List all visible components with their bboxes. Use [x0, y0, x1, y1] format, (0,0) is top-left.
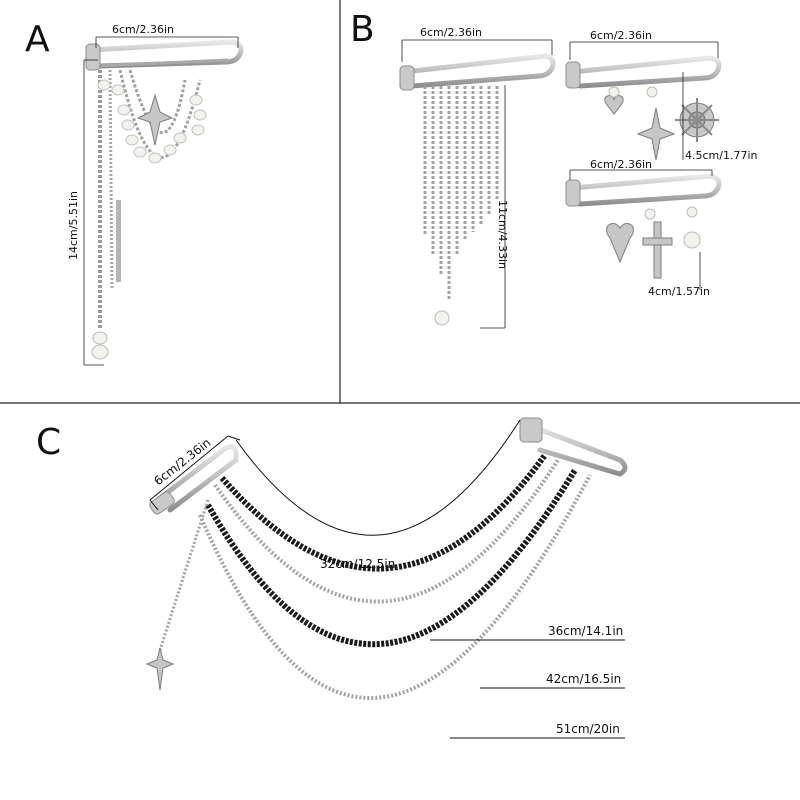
brooch-a [83, 36, 244, 366]
panel-b-charm2-width-label: 6cm/2.36in [590, 158, 652, 171]
brooch-b-charm1 [565, 41, 722, 161]
panel-dividers [0, 0, 800, 404]
brooch-b-tassel [399, 39, 556, 329]
panel-b-charm1-width-label: 6cm/2.36in [590, 29, 652, 42]
brooch-c [145, 417, 628, 739]
panel-a-letter: A [25, 19, 50, 60]
panel-c-chain4-label: 51cm/20in [556, 722, 620, 736]
brooch-b-charm2 [565, 169, 722, 290]
panel-b-tassel-width-label: 6cm/2.36in [420, 26, 482, 39]
panel-b-tassel-height-label: 11cm/4.33in [496, 200, 509, 269]
panel-c-chain2-label: 36cm/14.1in [548, 624, 624, 638]
panel-c-chain3-label: 42cm/16.5in [546, 672, 622, 686]
panel-b-letter: B [350, 9, 375, 50]
panel-b-charm2-height-label: 4cm/1.57in [648, 285, 710, 298]
panel-c-chain1-label: 32cm/12.5in [320, 557, 396, 571]
panel-b-charm1-height-label: 4.5cm/1.77in [685, 149, 758, 162]
panel-a-width-label: 6cm/2.36in [112, 23, 174, 36]
panel-a-height-label: 14cm/5.51in [67, 191, 80, 260]
panel-c-letter: C [36, 422, 62, 463]
